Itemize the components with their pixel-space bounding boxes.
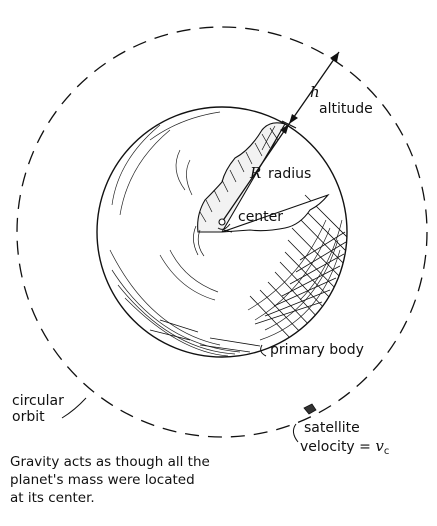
caption-line3: at its center. (10, 490, 95, 506)
circular-orbit-label-line1: circular (12, 393, 64, 409)
orbit-circle (16, 26, 428, 438)
altitude-label: altitude (319, 101, 373, 117)
caption-line2: planet's mass were located (10, 472, 195, 488)
primary-body-label: primary body (270, 342, 364, 358)
satellite-pointer (292, 423, 299, 443)
altitude-arrow-top (330, 52, 339, 62)
primary-body-pointer (260, 344, 267, 357)
caption-line1: Gravity acts as though all the (10, 454, 210, 470)
radius-line (221, 123, 290, 223)
center-point (218, 218, 226, 226)
altitude-line (288, 51, 340, 125)
velocity-label: velocity = vc (300, 437, 389, 457)
satellite-icon (303, 403, 317, 415)
radius-label: radius (268, 166, 311, 182)
h-label: h (310, 83, 320, 101)
center-pointer (217, 223, 233, 233)
satellite-label: satellite (304, 420, 360, 436)
primary-body (96, 106, 348, 358)
R-label: R (249, 164, 261, 182)
radius-arrow-top (280, 124, 289, 134)
orbit-pointer (61, 397, 87, 419)
altitude-arrow-bottom (289, 114, 298, 124)
center-label: center (238, 209, 283, 225)
circular-orbit-label-line2: orbit (12, 409, 45, 425)
